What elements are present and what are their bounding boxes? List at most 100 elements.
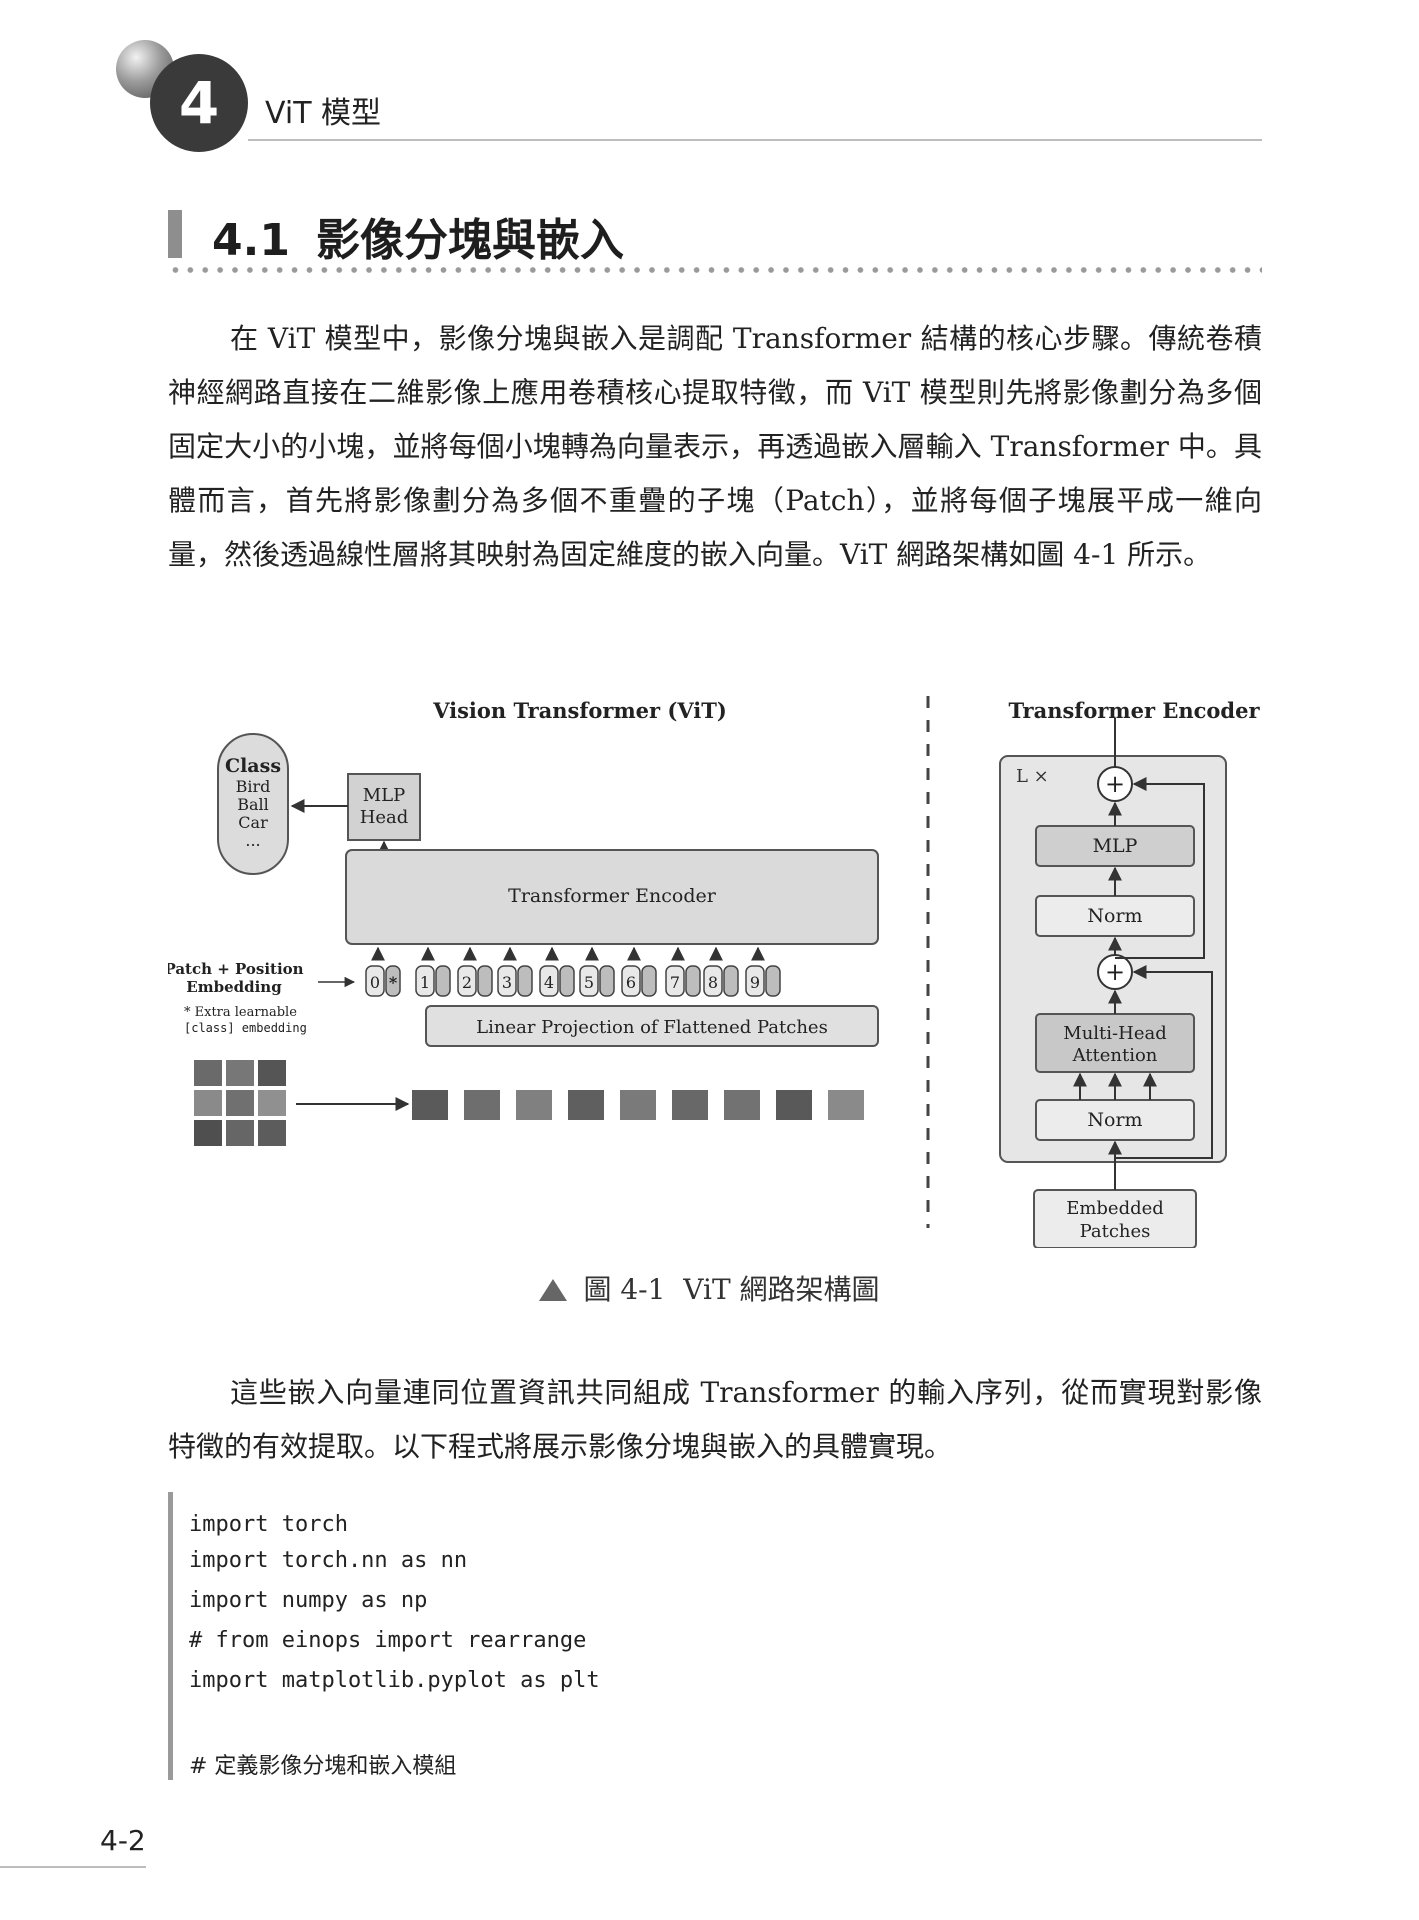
- flattened-patch-thumbnail: [672, 1090, 708, 1120]
- embedding-pill: [435, 965, 451, 997]
- token-label: 5: [584, 973, 594, 992]
- token-box: [621, 965, 641, 997]
- patch-thumbnail: [258, 1060, 286, 1086]
- token-box: [579, 965, 599, 997]
- code-line: # 定義影像分塊和嵌入模組: [189, 1754, 457, 1779]
- triangle-icon: [539, 1279, 568, 1301]
- embedding-pill: [765, 965, 781, 997]
- linear-projection-box: [425, 1005, 879, 1047]
- class-item: Ball: [237, 795, 269, 814]
- patch-thumbnail: [226, 1090, 254, 1116]
- flattened-patch-thumbnail: [516, 1090, 552, 1120]
- flattened-patch-thumbnail: [412, 1090, 448, 1120]
- section-marker-bar: [168, 210, 182, 258]
- class-box-title: Class: [225, 755, 281, 777]
- footer-divider: [0, 1866, 146, 1868]
- token-box: [365, 965, 385, 997]
- section-dotted-divider: [168, 266, 1262, 274]
- code-line: import matplotlib.pyplot as plt: [189, 1668, 600, 1693]
- token-label: 4: [544, 973, 554, 992]
- token-label: 7: [670, 973, 680, 992]
- figure-caption: 圖 4-1 ViT 網路架構圖: [0, 1268, 1419, 1308]
- patch-thumbnail: [226, 1060, 254, 1086]
- encoder-detail-title: Transformer Encoder: [1008, 698, 1260, 723]
- flattened-patch-thumbnail: [464, 1090, 500, 1120]
- figure-caption-label: 圖 4-1: [583, 1273, 666, 1306]
- embedding-pill: [385, 965, 401, 997]
- section-title: 4.1 影像分塊與嵌入: [212, 204, 624, 268]
- attention-label: Attention: [1072, 1045, 1158, 1066]
- embedded-patches-label: Embedded: [1066, 1198, 1164, 1219]
- flattened-patch-thumbnail: [620, 1090, 656, 1120]
- chapter-title: ViT 模型: [265, 96, 382, 131]
- section-number: 4.1: [212, 215, 290, 266]
- patch-position-label: Patch + Position: [168, 960, 304, 978]
- source-image-grid: [194, 1060, 286, 1146]
- body-paragraph-2: 這些嵌入向量連同位置資訊共同組成 Transformer 的輸入序列，從而實現對…: [168, 1376, 1262, 1463]
- attention-label: Multi-Head: [1063, 1023, 1166, 1044]
- patch-thumbnail: [258, 1120, 286, 1146]
- class-box: [217, 733, 289, 875]
- encoder-norm-label: Norm: [1087, 1109, 1142, 1131]
- encoder-mlp-label: MLP: [1093, 835, 1138, 857]
- token-label: 2: [462, 973, 472, 992]
- section-title-text: 影像分塊與嵌入: [315, 215, 624, 266]
- flattened-patch-row: [412, 1090, 864, 1120]
- embedded-patches-label: Patches: [1080, 1221, 1151, 1242]
- class-item: Bird: [236, 777, 271, 796]
- code-line: import numpy as np: [189, 1588, 428, 1613]
- linear-projection-label: Linear Projection of Flattened Patches: [476, 1017, 828, 1038]
- flattened-patch-thumbnail: [828, 1090, 864, 1120]
- chapter-number: 4: [178, 69, 220, 137]
- token-box: [665, 965, 685, 997]
- token-label: 6: [626, 973, 636, 992]
- patch-thumbnail: [226, 1120, 254, 1146]
- code-line: # from einops import rearrange: [189, 1628, 587, 1653]
- embedding-pill: [723, 965, 739, 997]
- plus-sign: +: [1105, 770, 1125, 798]
- embedding-pill: [559, 965, 575, 997]
- token-box: [415, 965, 435, 997]
- token-box: [539, 965, 559, 997]
- patch-thumbnail: [258, 1090, 286, 1116]
- class-item: ...: [245, 831, 260, 850]
- embedding-pill: [641, 965, 657, 997]
- figure-svg: Vision Transformer (ViT) Class Bird Ball…: [168, 696, 1260, 1248]
- patch-thumbnail: [194, 1090, 222, 1116]
- vit-architecture-figure: Vision Transformer (ViT) Class Bird Ball…: [168, 688, 1262, 1248]
- vit-title: Vision Transformer (ViT): [432, 698, 727, 723]
- embedding-pill: [517, 965, 533, 997]
- embedding-pill: [685, 965, 701, 997]
- mlp-head-label: MLP: [363, 785, 406, 806]
- token-box: [703, 965, 723, 997]
- patch-thumbnail: [194, 1120, 222, 1146]
- page-number: 4-2: [100, 1824, 146, 1857]
- patch-position-label: Embedding: [186, 978, 282, 996]
- extra-note: * Extra learnable: [184, 1005, 297, 1020]
- flattened-patch-thumbnail: [724, 1090, 760, 1120]
- patch-thumbnail: [194, 1060, 222, 1086]
- token-label: 3: [502, 973, 512, 992]
- code-block: import torch import torch.nn as nn impor…: [168, 1492, 1267, 1780]
- embedding-pill: [477, 965, 493, 997]
- encoder-norm-label: Norm: [1087, 905, 1142, 927]
- encoder-flow-arrows: [1073, 718, 1213, 1190]
- token-box: [497, 965, 517, 997]
- mlp-head-box: [347, 773, 421, 841]
- mlp-head-label: Head: [360, 807, 409, 828]
- plus-sign: +: [1105, 958, 1125, 986]
- code-line: import torch: [189, 1512, 348, 1537]
- figure-caption-text: ViT 網路架構圖: [683, 1273, 880, 1306]
- extra-note: [class] embedding: [184, 1021, 307, 1035]
- transformer-encoder-box: [345, 849, 879, 945]
- chapter-number-badge: 4: [150, 54, 248, 152]
- header-divider: [248, 139, 1262, 141]
- transformer-encoder-label: Transformer Encoder: [508, 885, 717, 907]
- class-item: Car: [238, 813, 268, 832]
- flattened-patch-thumbnail: [568, 1090, 604, 1120]
- token-label: 0: [370, 973, 380, 992]
- token-box: [745, 965, 765, 997]
- repeat-label: L ×: [1016, 766, 1049, 787]
- token-label: 8: [708, 973, 718, 992]
